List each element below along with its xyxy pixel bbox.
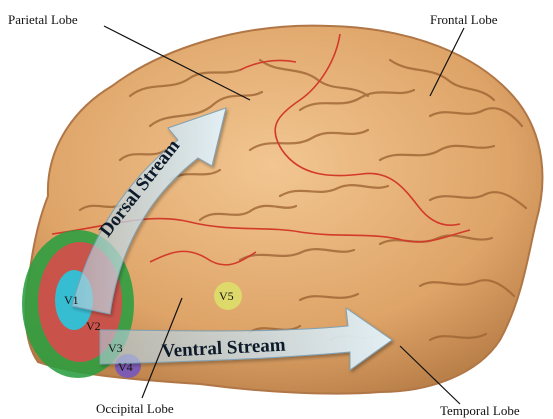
v3-label: V3 (108, 341, 123, 355)
frontal-lobe-label: Frontal Lobe (430, 12, 498, 27)
parietal-lobe-label: Parietal Lobe (8, 12, 78, 27)
v5-label: V5 (219, 289, 234, 303)
v2-label: V2 (86, 319, 101, 333)
v4-label: V4 (118, 360, 133, 374)
v1-label: V1 (64, 293, 79, 307)
temporal-lobe-label: Temporal Lobe (440, 403, 520, 418)
occipital-lobe-label: Occipital Lobe (96, 401, 174, 416)
